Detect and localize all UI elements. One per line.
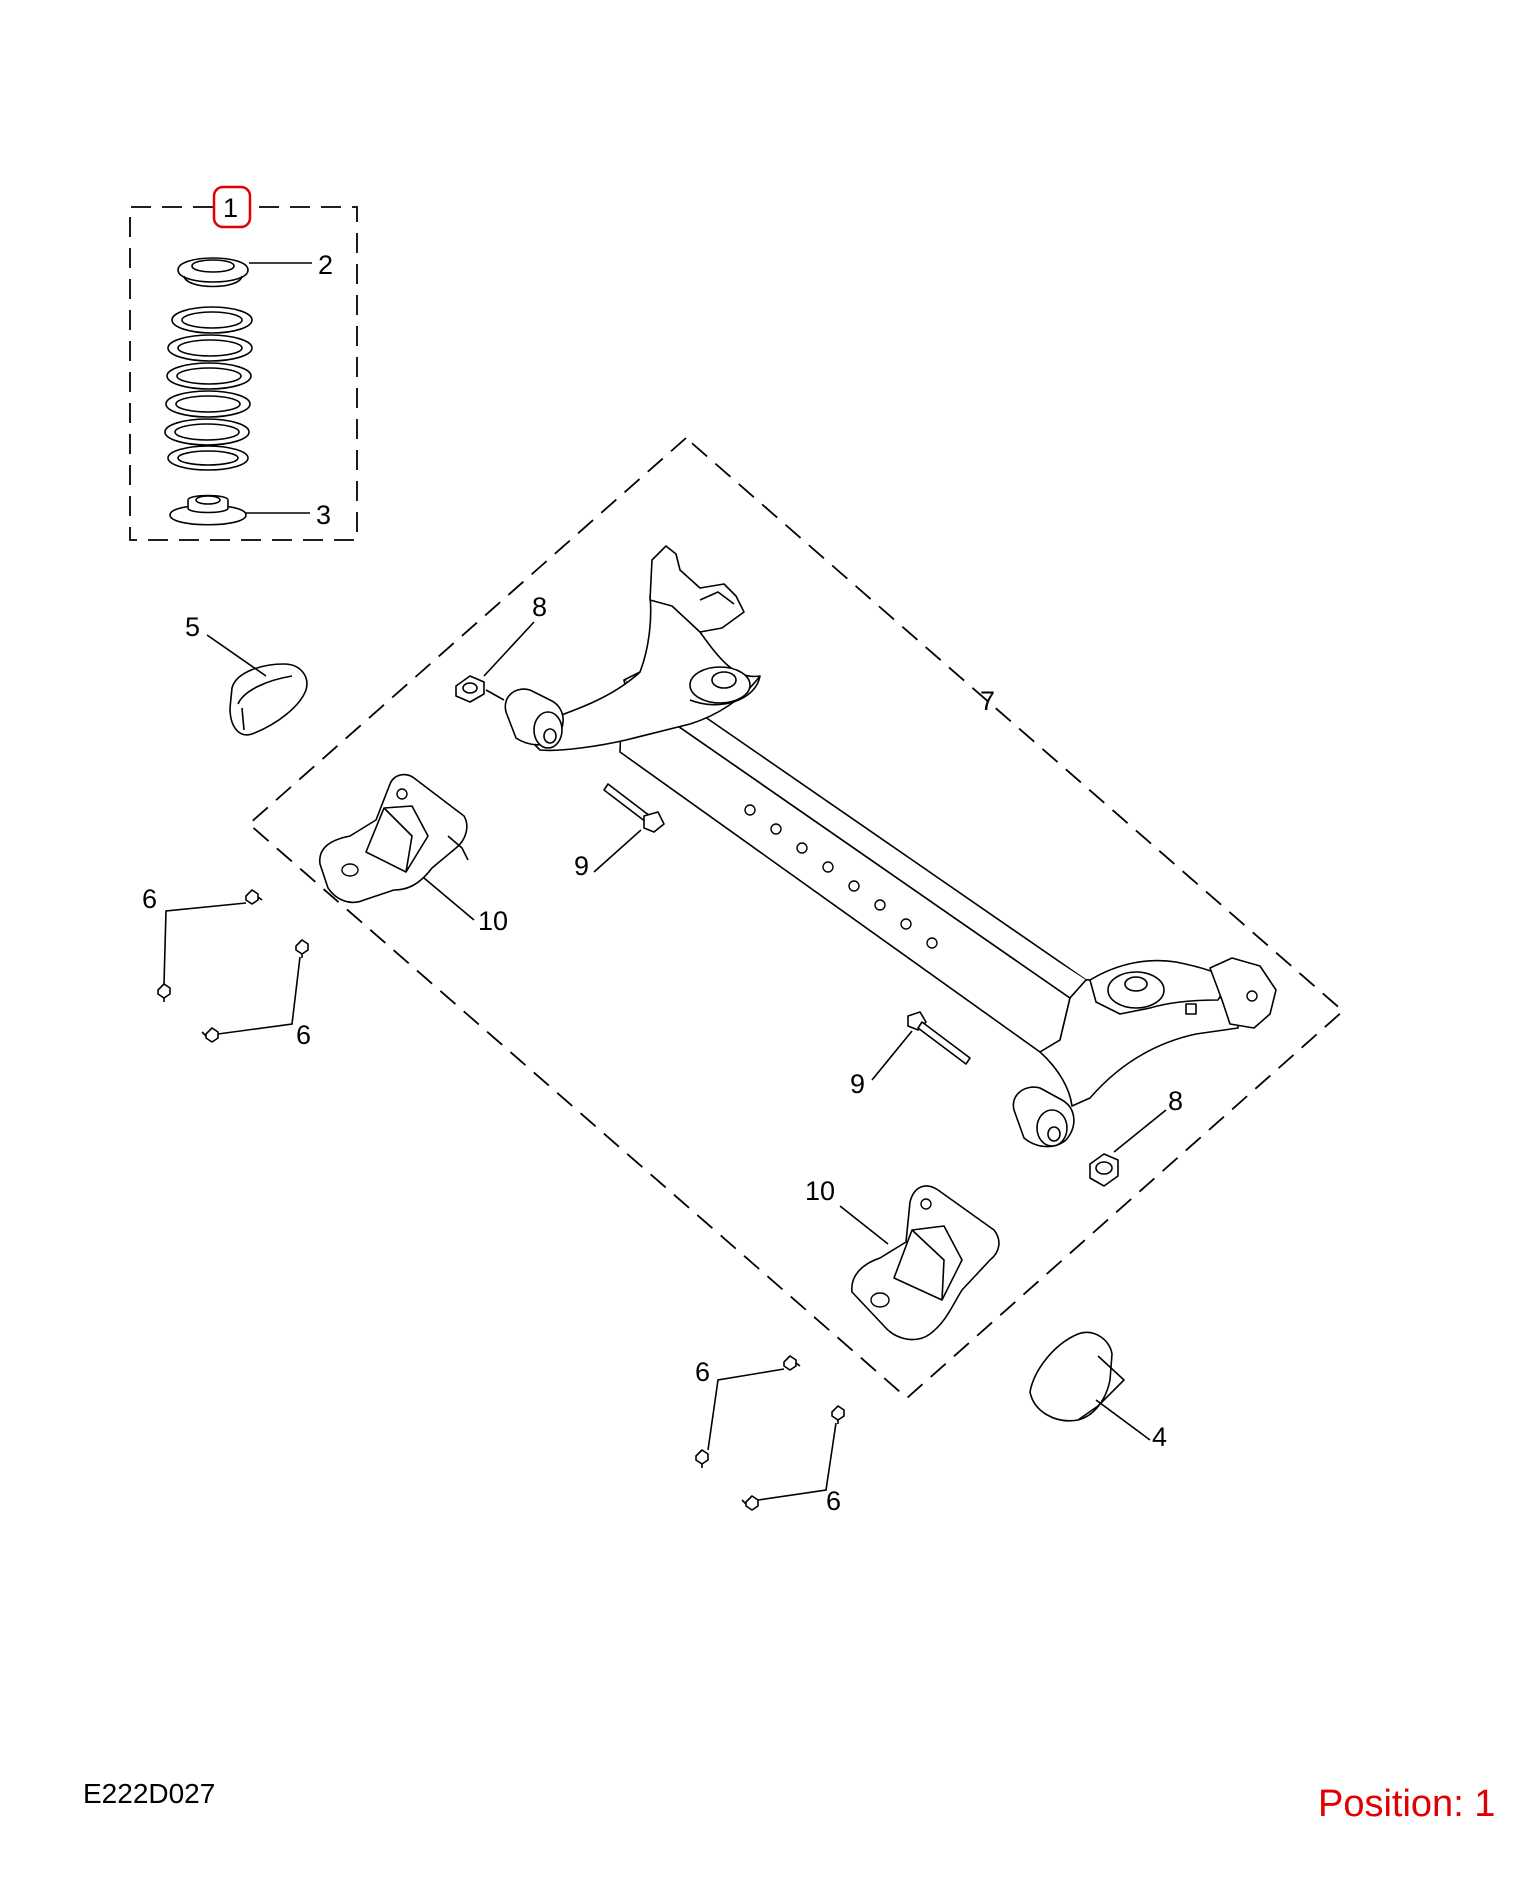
nut-left[interactable] <box>455 675 505 703</box>
coil-spring[interactable] <box>164 306 253 471</box>
callout-6-upper-left-b[interactable]: 6 <box>296 1020 311 1050</box>
callout-6-lower-b[interactable]: 6 <box>826 1486 841 1516</box>
callout-8-top[interactable]: 8 <box>532 592 547 622</box>
callout-7[interactable]: 7 <box>980 686 995 716</box>
bolt-right[interactable] <box>907 1011 971 1065</box>
bolts-upper-left[interactable] <box>157 889 309 1043</box>
bolt-left[interactable] <box>603 783 665 833</box>
callout-6-lower-a[interactable]: 6 <box>695 1357 710 1387</box>
callout-5[interactable]: 5 <box>185 612 200 642</box>
mounting-bracket-right[interactable] <box>851 1185 1000 1341</box>
bolts-lower[interactable] <box>695 1355 845 1511</box>
mounting-bracket-left[interactable] <box>319 773 469 904</box>
lower-spring-seat[interactable] <box>169 494 247 526</box>
nut-right[interactable] <box>1089 1153 1119 1187</box>
callout-3[interactable]: 3 <box>316 500 331 530</box>
upper-spring-seat[interactable] <box>177 257 249 288</box>
callout-6-upper-left-a[interactable]: 6 <box>142 884 157 914</box>
bump-stop-left[interactable] <box>229 663 308 736</box>
callout-9-right[interactable]: 9 <box>850 1069 865 1099</box>
callout-2[interactable]: 2 <box>318 250 333 280</box>
callout-1[interactable]: 1 <box>223 193 238 223</box>
callout-8-bottom[interactable]: 8 <box>1168 1086 1183 1116</box>
callout-9-left[interactable]: 9 <box>574 851 589 881</box>
callout-1-highlight[interactable] <box>212 185 252 229</box>
callout-10-left[interactable]: 10 <box>478 906 508 936</box>
bump-stop-right[interactable] <box>1029 1331 1125 1422</box>
rear-axle-beam[interactable] <box>504 545 1277 1148</box>
diagram-code: E222D027 <box>83 1778 216 1809</box>
position-label: Position: 1 <box>1318 1783 1496 1825</box>
callout-10-right[interactable]: 10 <box>805 1176 835 1206</box>
spring-assembly-group: 1 2 3 <box>129 185 358 541</box>
callout-4[interactable]: 4 <box>1152 1422 1167 1452</box>
